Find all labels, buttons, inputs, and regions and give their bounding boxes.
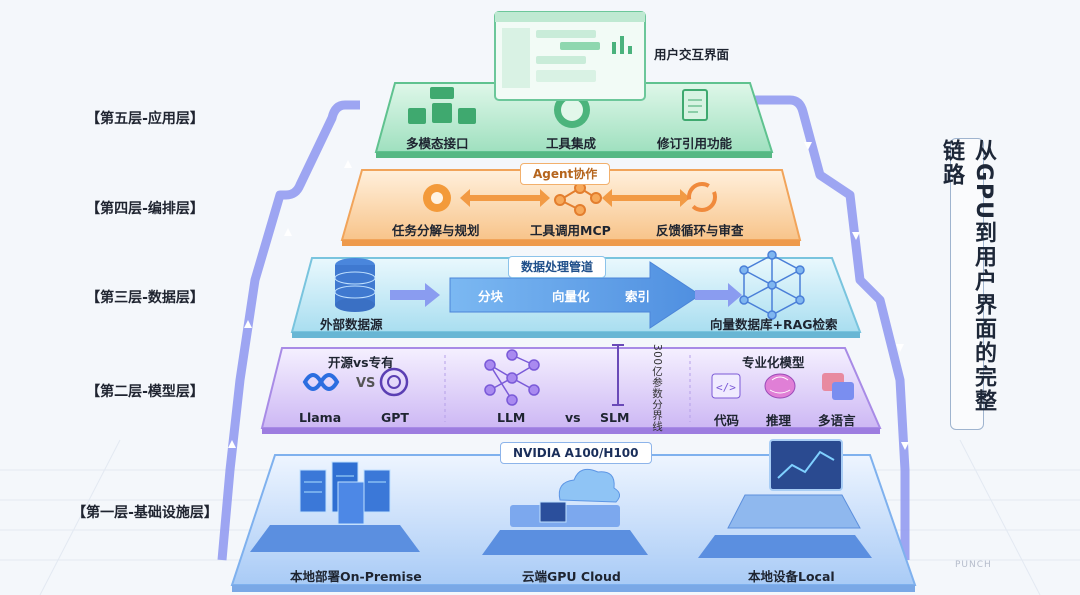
layer1-label: 【第一层-基础设施层】	[72, 505, 218, 521]
brain-icon	[764, 373, 796, 399]
pipeline-step-vectorize: 向量化	[552, 289, 590, 304]
vector-db-label: 向量数据库+RAG检索	[710, 317, 838, 332]
openai-icon	[379, 367, 409, 397]
app-item-tools: 工具集成	[546, 136, 597, 151]
layer3-label: 【第三层-数据层】	[86, 290, 204, 306]
vs-small-label: VS	[356, 376, 376, 391]
slm-label: SLM	[600, 410, 630, 425]
laptop-icon	[698, 439, 872, 558]
specialized-code: 代码	[714, 413, 740, 428]
cloud-gpu-icon	[482, 468, 648, 555]
database-icon	[334, 258, 376, 312]
document-icon	[682, 89, 708, 121]
layer2-label: 【第二层-模型层】	[86, 384, 204, 400]
open-vs-closed-label: 开源vs专有	[328, 355, 394, 370]
pipeline-step-index: 索引	[625, 289, 651, 304]
gpu-tag: NVIDIA A100/H100	[500, 442, 652, 464]
left-right-arrow-icon	[460, 189, 690, 207]
data-source-label: 外部数据源	[320, 317, 383, 332]
side-title: 从GPU到用户界面的完整链路	[939, 139, 996, 414]
svg-text:</>: </>	[716, 381, 736, 394]
orch-item-mcp: 工具调用MCP	[530, 223, 611, 238]
multimodal-icon	[408, 87, 476, 124]
user-interface-screen	[494, 11, 646, 101]
language-icon	[822, 373, 854, 400]
specialized-multilingual: 多语言	[818, 413, 856, 428]
pipeline-arrow	[449, 261, 701, 329]
gear-icon	[423, 184, 451, 212]
flow-tubes	[217, 95, 910, 561]
meta-icon	[302, 373, 340, 391]
refresh-cycle-icon	[687, 182, 717, 212]
code-icon: </>	[711, 373, 741, 399]
infra-item-onprem: 本地部署On-Premise	[290, 569, 422, 584]
infra-item-cloud: 云端GPU Cloud	[522, 569, 621, 584]
specialized-reasoning: 推理	[766, 413, 792, 428]
server-rack-icon	[250, 461, 420, 552]
layer4-label: 【第四层-编排层】	[86, 201, 204, 217]
boundary-note: 300亿参数分界线	[651, 344, 663, 432]
orch-item-feedback: 反馈循环与审查	[656, 223, 744, 238]
llama-label: Llama	[299, 410, 342, 425]
vs-label: vs	[565, 410, 581, 425]
watermark: PUNCH	[955, 560, 992, 570]
app-item-citation: 修订引用功能	[657, 136, 733, 151]
ui-screen-caption: 用户交互界面	[654, 47, 730, 62]
side-title-box: 从GPU到用户界面的完整链路	[939, 138, 996, 430]
tool-network-icon	[554, 182, 602, 216]
vector-db-icon	[739, 250, 805, 320]
orch-item-planning: 任务分解与规划	[392, 223, 480, 238]
llm-label: LLM	[497, 410, 526, 425]
pipeline-tag: 数据处理管道	[508, 256, 607, 278]
layer5-label: 【第五层-应用层】	[86, 111, 204, 127]
specialized-title: 专业化模型	[742, 355, 805, 370]
gpt-label: GPT	[381, 410, 409, 425]
agent-tag: Agent协作	[520, 163, 611, 185]
app-item-multimodal: 多模态接口	[406, 136, 469, 151]
neural-network-icon	[484, 349, 540, 406]
pipeline-step-chunk: 分块	[478, 289, 504, 304]
infra-item-local: 本地设备Local	[748, 569, 835, 584]
